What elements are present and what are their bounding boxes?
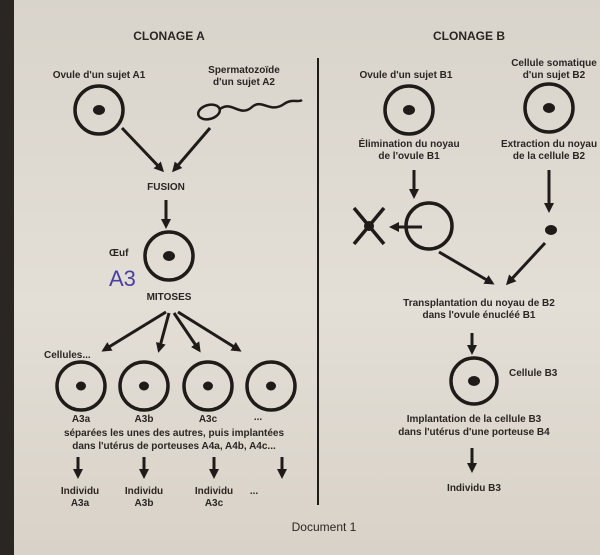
cell-label-a3a: A3a [72, 414, 91, 425]
fusion-label: FUSION [147, 182, 185, 193]
cell-label-a3b: A3b [135, 414, 154, 425]
cell-label-ellipsis: ... [254, 412, 263, 423]
arrow-nucleus-to-transplant [505, 241, 547, 286]
arrow-mitosis-2 [155, 312, 171, 353]
elimination-line2: de l'ovule B1 [378, 151, 440, 162]
individu-a3b-word: Individu [125, 486, 163, 497]
arrow-mitosis-3 [172, 312, 201, 353]
handwritten-a3-note: A3 [109, 266, 136, 291]
individu-a3b-id: A3b [135, 498, 154, 509]
sperm-a2-label-line1: Spermatozoïde [208, 65, 280, 76]
individu-a3c-word: Individu [195, 486, 233, 497]
oeuf-label: Œuf [109, 248, 129, 259]
arrow-mitosis-4 [177, 310, 242, 352]
transplant-line2: dans l'ovule énucléé B1 [423, 310, 536, 321]
separated-text-line2: dans l'utérus de porteuses A4a, A4b, A4c… [72, 441, 276, 452]
ovule-b1-label: Ovule d'un sujet B1 [360, 70, 453, 81]
somatic-b2-cell [523, 82, 575, 134]
egg-a3-cell [143, 230, 195, 282]
destroyed-nucleus-icon [352, 206, 386, 246]
arrow-mitosis-1 [101, 310, 167, 352]
cell-b3 [449, 356, 499, 406]
arrow-a1-to-fusion [120, 126, 165, 173]
cell-a3a [55, 360, 107, 412]
extracted-nucleus-b2 [545, 225, 557, 235]
ovule-b1-cell [383, 84, 435, 136]
elimination-line1: Élimination du noyau [358, 137, 459, 150]
extraction-line1: Extraction du noyau [501, 139, 597, 150]
sperm-a2-label-line2: d'un sujet A2 [213, 77, 275, 88]
spermatozoid-icon [196, 98, 303, 121]
individu-a3a-word: Individu [61, 486, 99, 497]
ovule-a1-cell [73, 84, 125, 136]
ovule-a1-label: Ovule d'un sujet A1 [53, 70, 146, 81]
individu-a3a-id: A3a [71, 498, 90, 509]
clonage-b-title: CLONAGE B [433, 29, 505, 43]
cell-a3b [118, 360, 170, 412]
cloning-diagram: CLONAGE A Ovule d'un sujet A1 Spermatozo… [44, 29, 597, 534]
cell-a3c [182, 360, 234, 412]
somatic-b2-label-line2: d'un sujet B2 [523, 70, 586, 81]
arrow-ovule-to-transplant [438, 250, 495, 285]
extraction-line2: de la cellule B2 [513, 151, 586, 162]
implant-line1: Implantation de la cellule B3 [407, 414, 542, 425]
transplant-line1: Transplantation du noyau de B2 [403, 298, 555, 309]
cell-label-a3c: A3c [199, 414, 218, 425]
clonage-a-title: CLONAGE A [133, 29, 205, 43]
individu-a3c-id: A3c [205, 498, 224, 509]
cell-a3d [245, 360, 297, 412]
implant-line2: dans l'utérus d'une porteuse B4 [398, 427, 550, 438]
individu-ellipsis: ... [250, 486, 259, 497]
arrow-a2-to-fusion [172, 127, 212, 173]
separated-text-line1: séparées les unes des autres, puis impla… [64, 428, 285, 439]
mitoses-label: MITOSES [147, 292, 192, 303]
cell-b3-label: Cellule B3 [509, 368, 558, 379]
somatic-b2-label-line1: Cellule somatique [511, 58, 597, 69]
individu-b3-label: Individu B3 [447, 483, 501, 494]
cellules-label: Cellules... [44, 350, 91, 361]
document-caption: Document 1 [292, 520, 357, 534]
